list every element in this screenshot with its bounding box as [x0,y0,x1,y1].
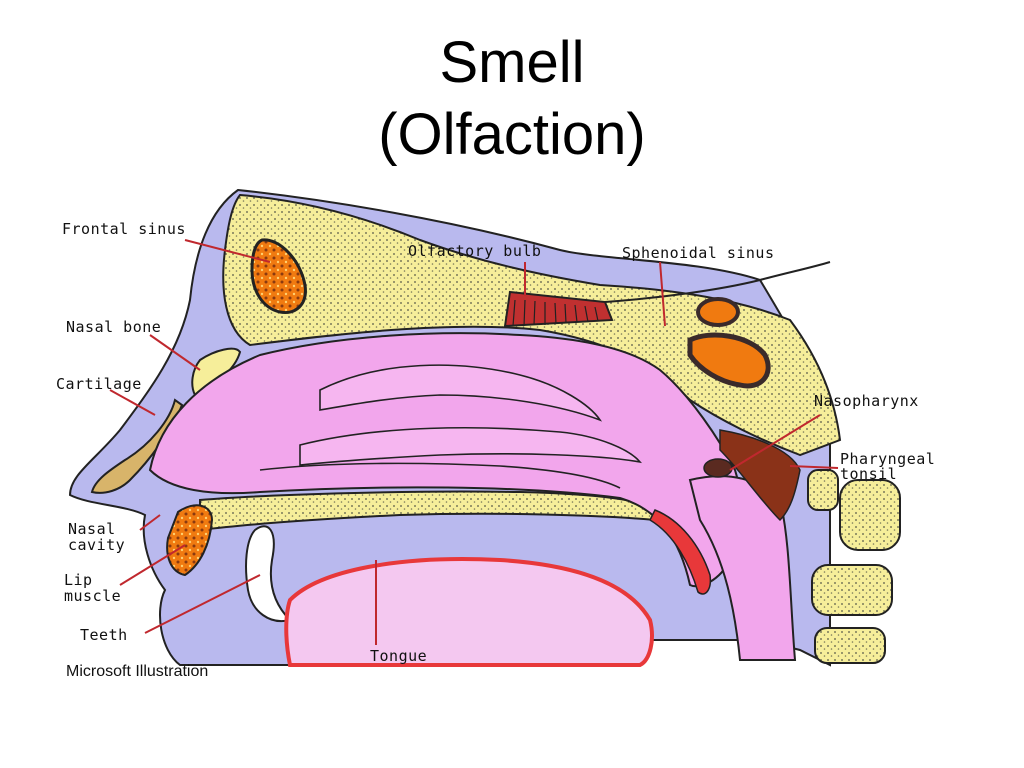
label-pharyngeal-tonsil-line2: tonsil [840,465,897,483]
sphenoidal-sinus-lower [687,332,771,389]
pharyngeal-tonsil [719,429,801,522]
frontal-sinus [250,238,307,315]
olfactory-nerve-fibers [512,299,599,327]
eustachian-tube-opening [703,458,733,478]
label-frontal-sinus: Frontal sinus [62,220,186,238]
label-pharyngeal-tonsil-line1: Pharyngeal [840,450,935,468]
label-nasopharynx: Nasopharynx [814,392,919,410]
cervical-vertebrae [807,469,901,664]
leader-lines [109,239,839,645]
sphenoidal-sinus-upper [696,297,740,327]
olfactory-bulb [503,290,614,328]
label-nasal-bone: Nasal bone [66,318,161,336]
label-nasal-cavity-line2: cavity [68,536,125,554]
title-line-2: (Olfaction) [378,102,646,167]
turbinate-middle [299,426,643,466]
label-sphenoidal-sinus: Sphenoidal sinus [622,244,775,262]
label-teeth: Teeth [80,626,128,644]
title-line-1: Smell [439,30,585,95]
label-tongue: Tongue [370,647,427,665]
label-olfactory-bulb: Olfactory bulb [408,242,541,260]
turbinate-upper [319,364,603,422]
label-lip-muscle-line2: muscle [64,587,121,605]
label-nasal-cavity-line1: Nasal [68,520,116,538]
olfactory-tract [604,261,831,303]
lip-muscle [166,504,214,577]
label-lip-muscle-line1: Lip [64,571,93,589]
soft-palate [649,509,712,595]
credit-text: Microsoft Illustration [66,663,208,680]
tongue [284,557,654,667]
turbinate-lower [259,462,621,489]
label-cartilage: Cartilage [56,375,142,393]
